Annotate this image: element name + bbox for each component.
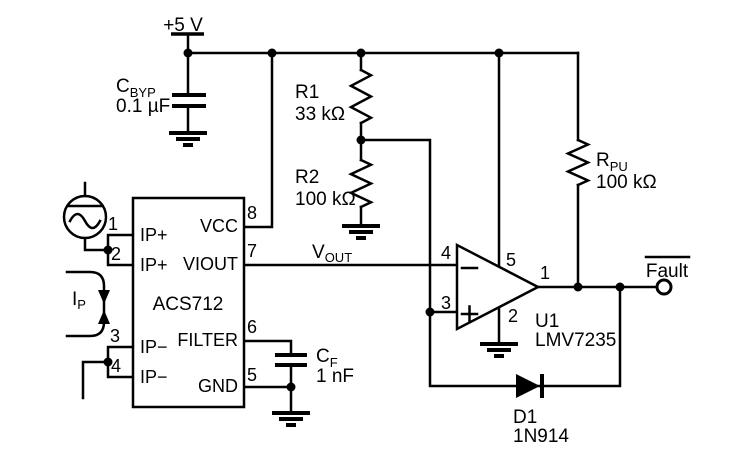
- pin4-number: 4: [111, 356, 121, 376]
- vout-net-label: VOUT: [312, 242, 352, 265]
- ground-icon: [342, 224, 380, 240]
- resistor-r1: R1 33 kΩ: [295, 68, 374, 125]
- arrow-down-icon: [98, 290, 110, 304]
- filter-pin6-wire: [242, 339, 293, 357]
- cf-value-label: 1 nF: [316, 366, 354, 387]
- rpu-value-label: 100 kΩ: [596, 172, 657, 193]
- comp-pin4-number: 4: [441, 243, 451, 263]
- pin6-label: FILTER: [177, 330, 238, 350]
- ic-body: [131, 196, 246, 409]
- source-bottom-wire: [83, 236, 110, 252]
- junction-dot: [286, 382, 296, 392]
- r1-ref-label: R1: [295, 82, 319, 103]
- pin8-label: VCC: [200, 216, 238, 236]
- junction-dots: [103, 48, 625, 392]
- terminal-circle-icon: [655, 278, 673, 296]
- junction-dot: [356, 48, 366, 58]
- r1-value-label: 33 kΩ: [295, 104, 345, 125]
- fault-net-label: Fault: [646, 261, 689, 282]
- fault-terminal: Fault: [644, 255, 691, 296]
- pin1-label: IP+: [140, 225, 168, 245]
- resistor-zigzag-icon: [564, 138, 592, 187]
- pin7-label: VIOUT: [183, 254, 238, 274]
- resistor-rpu: RPU 100 kΩ: [564, 138, 657, 193]
- pin3-number: 3: [110, 326, 120, 346]
- ic-part-label: ACS712: [153, 294, 224, 315]
- ground-icon: [272, 411, 310, 427]
- ip-label: IP: [72, 289, 86, 312]
- comparator-u1: 4 3 5 2 1 U1 LMV7235: [441, 242, 616, 351]
- load-return-wire: [81, 360, 110, 400]
- comp-pin2-number: 2: [508, 306, 518, 326]
- junction-dot: [494, 48, 504, 58]
- d1-ref-label: D1: [513, 407, 537, 428]
- r2-ref-label: R2: [295, 167, 319, 188]
- ac-source-icon: [62, 194, 108, 240]
- filter-capacitor: CF 1 nF: [275, 346, 354, 387]
- divider-tap-wire: [359, 138, 622, 388]
- pin5-label: GND: [198, 376, 238, 396]
- pin2-number: 2: [111, 244, 121, 264]
- cbyp-ref-label: CBYP: [116, 76, 156, 100]
- cf-ref-label: CF: [316, 346, 338, 370]
- bypass-capacitor: CBYP 0.1 µF: [116, 76, 206, 135]
- rpu-ref-label: RPU: [596, 150, 628, 174]
- cbyp-value-label: 0.1 µF: [116, 96, 170, 117]
- junction-dot: [615, 282, 625, 292]
- supply-label: +5 V: [163, 15, 203, 36]
- junction-dot: [425, 307, 435, 317]
- supply-terminal: +5 V: [163, 15, 204, 36]
- r2-value-label: 100 kΩ: [295, 189, 356, 210]
- pin2-label: IP+: [140, 255, 168, 275]
- acs712-ic: ACS712 IP+ IP+ IP− IP− VCC VIOUT FILTER …: [108, 196, 257, 409]
- junction-dot: [183, 48, 193, 58]
- resistor-zigzag-icon: [348, 158, 374, 209]
- junction-dot: [356, 135, 366, 145]
- pin6-number: 6: [247, 317, 257, 337]
- resistor-r2: R2 100 kΩ: [295, 158, 374, 210]
- resistor-zigzag-icon: [348, 68, 374, 125]
- junction-dot: [573, 282, 583, 292]
- opamp-triangle-icon: [455, 242, 541, 332]
- pin4-label: IP−: [140, 367, 168, 387]
- pin3-label: IP−: [140, 337, 168, 357]
- u1-part-label: LMV7235: [535, 330, 616, 351]
- comp-pin1-number: 1: [540, 263, 550, 283]
- junction-dot: [103, 245, 113, 255]
- junction-dot: [267, 48, 277, 58]
- u1-ref-label: U1: [535, 311, 559, 332]
- arrow-up-icon: [98, 310, 110, 324]
- diode-d1: D1 1N914: [513, 374, 569, 447]
- junction-dot: [103, 357, 113, 367]
- vcc-pin8-wire: [242, 51, 274, 229]
- current-path-arrows: IP: [65, 270, 110, 338]
- d1-value-label: 1N914: [513, 426, 569, 447]
- diode-triangle-icon: [516, 374, 540, 398]
- comp-pin3-number: 3: [441, 293, 451, 313]
- pin7-number: 7: [247, 241, 257, 261]
- pin5-number: 5: [247, 365, 257, 385]
- ground-icon: [480, 342, 518, 358]
- ground-icon: [169, 131, 207, 147]
- pin8-number: 8: [247, 203, 257, 223]
- pin1-number: 1: [108, 214, 118, 234]
- comp-pin5-number: 5: [506, 250, 516, 270]
